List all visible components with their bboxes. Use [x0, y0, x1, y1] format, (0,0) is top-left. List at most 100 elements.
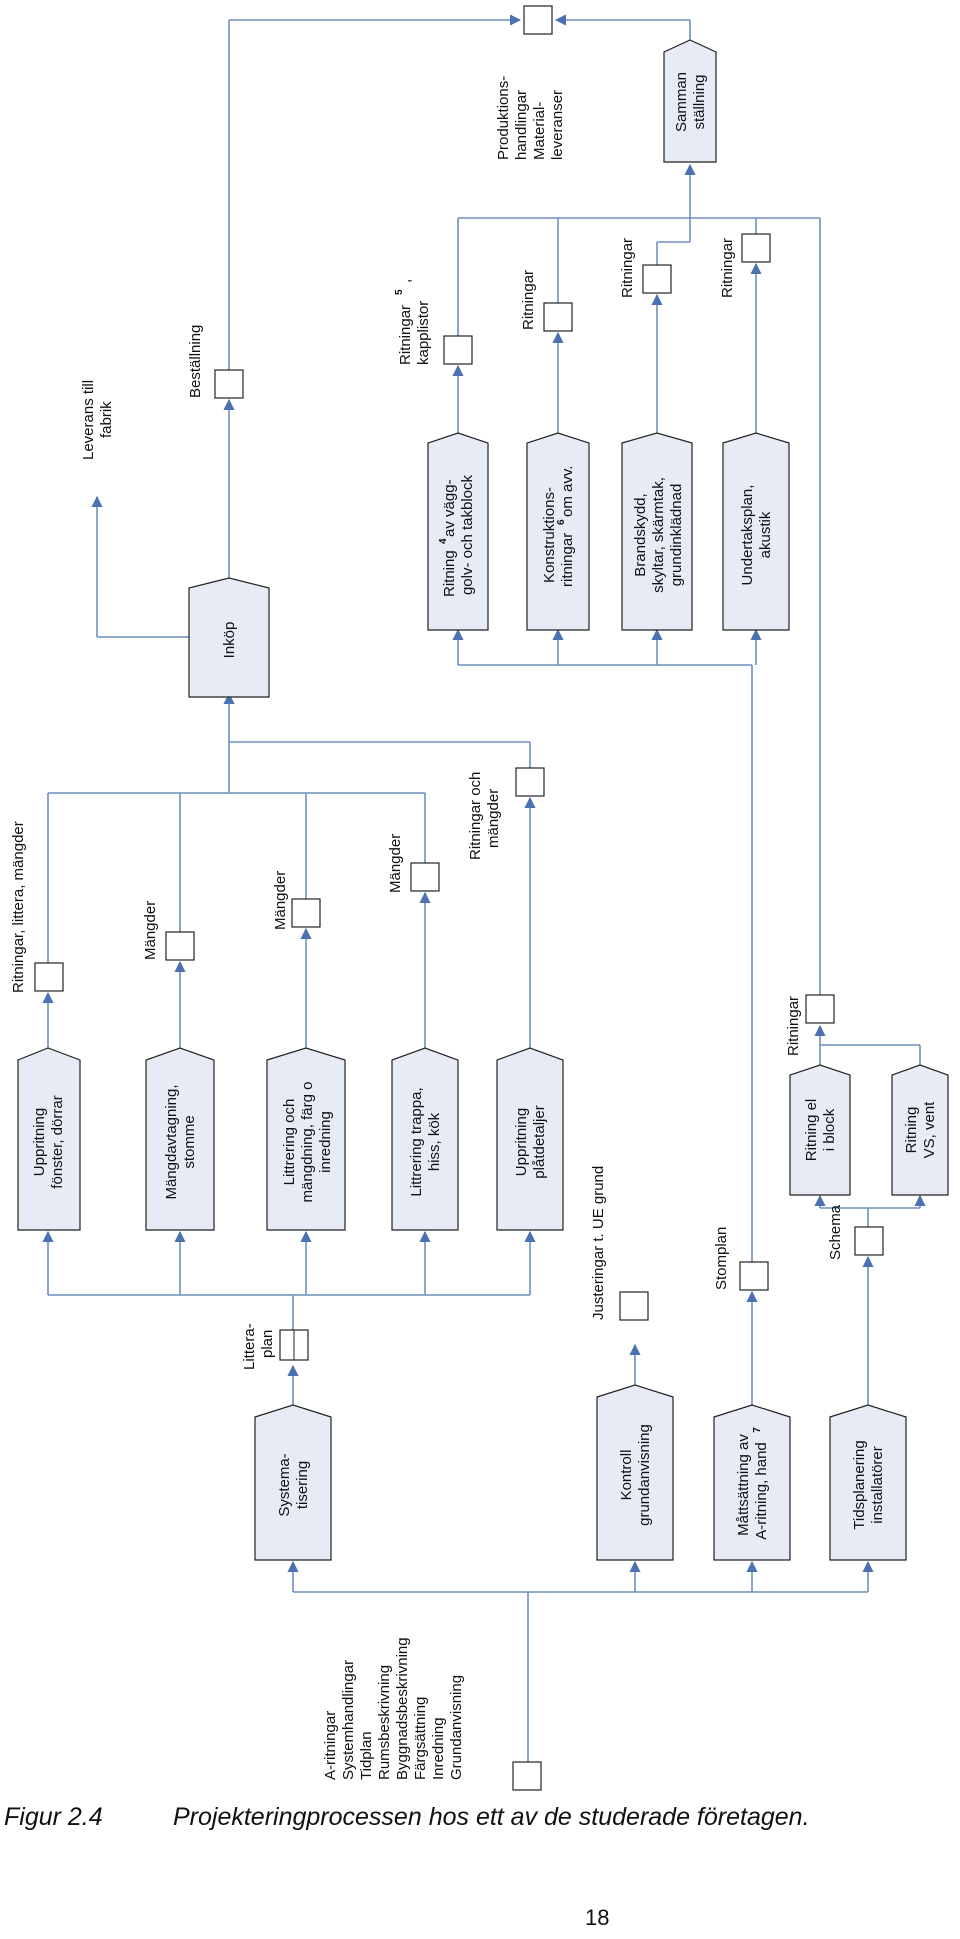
- systematisering-box: [254, 1404, 332, 1561]
- ritning-el-label-1: Ritning el: [803, 1099, 820, 1162]
- input-label-1: A-ritningar: [322, 1711, 339, 1780]
- platdetaljer-output-box: [515, 767, 545, 797]
- inkop-box: [188, 577, 270, 698]
- fonster-output-box: [34, 962, 64, 992]
- mangder-label-2: Mängder: [272, 871, 289, 930]
- tidsplanering-label-2: installatörer: [869, 1446, 886, 1524]
- ritningar-kapplistor-footnote: 5: [394, 289, 405, 295]
- input-label-8: Grundanvisning: [448, 1675, 465, 1780]
- mattsattning-label-1: Måttsättning av: [735, 1434, 752, 1536]
- brandskydd-box: [621, 432, 693, 631]
- ritningar-kapplistor-comma: ,: [397, 279, 414, 283]
- produktion-label-2: handlingar: [513, 90, 530, 160]
- konstruktion-box: [526, 432, 590, 631]
- mangder-output-box-3: [410, 862, 440, 892]
- process-flow-diagram: Systema- tisering Kontroll grundanvisnin…: [10, 5, 949, 1791]
- ritningar-brand-box: [642, 264, 672, 294]
- input-label-4: Rumsbeskrivning: [376, 1665, 393, 1780]
- mangder-label-1: Mängder: [142, 901, 159, 960]
- tidsplanering-label-1: Tidsplanering: [851, 1440, 868, 1530]
- uppritning-platdetaljer-box: [496, 1047, 564, 1231]
- ritningar-el-label: Ritningar: [785, 996, 802, 1056]
- mangder-label-3: Mängder: [387, 834, 404, 893]
- ritningar-och-mangder-label-1: Ritningar och: [467, 772, 484, 860]
- document-boxes: [34, 5, 884, 1791]
- brandskydd-label-1: Brandskydd,: [632, 493, 649, 576]
- produktion-label-1: Produktions-: [495, 76, 512, 160]
- input-label-6: Färgsättning: [412, 1697, 429, 1780]
- figure-number: Figur 2.4: [4, 1803, 103, 1831]
- mangdavtagning-label-2: stomme: [181, 1115, 198, 1168]
- mattsattning-box: [713, 1404, 791, 1561]
- schema-label: Schema: [827, 1204, 844, 1260]
- justeringar-label: Justeringar t. UE grund: [590, 1166, 607, 1320]
- figure-caption: Projekteringprocessen hos ett av de stud…: [173, 1803, 810, 1831]
- uppritning-platdetaljer-label-1: Uppritning: [513, 1108, 530, 1176]
- brandskydd-label-2: skyltar, skärmtak,: [650, 477, 667, 593]
- ritning-vs-label-1: Ritning: [903, 1107, 920, 1154]
- littrering-mangdning-box: [266, 1047, 346, 1231]
- ritningar-el-box: [805, 994, 835, 1024]
- input-label-3: Tidplan: [358, 1731, 375, 1780]
- tidsplanering-box: [829, 1404, 907, 1561]
- produktion-label-4: leveranser: [549, 90, 566, 160]
- ritning-vagg-label-1: Ritning: [441, 550, 458, 597]
- ritning-vs-label-2: VS, vent: [921, 1101, 938, 1159]
- kontroll-box: [596, 1384, 674, 1561]
- litteraplan-label-2: plan: [259, 1330, 276, 1358]
- ritning-vagg-box: [427, 432, 489, 631]
- littrering-mangdning-label-1: Littrering och: [281, 1099, 298, 1186]
- kapplistor-box: [443, 335, 473, 365]
- konstruktion-label-1: Konstruktions-: [541, 487, 558, 583]
- input-document-box: [512, 1761, 542, 1791]
- inkop-label: Inköp: [221, 622, 238, 659]
- produktion-label-3: Material-: [531, 102, 548, 160]
- justeringar-box: [619, 1291, 649, 1321]
- ritning-vagg-label-2: av vägg-: [441, 479, 458, 537]
- process-boxes: [17, 39, 949, 1561]
- sammanstallning-label-2: ställning: [691, 74, 708, 129]
- undertaksplan-box: [722, 432, 790, 631]
- undertaksplan-label-1: Undertaksplan,: [739, 485, 756, 586]
- ritningar-konstruktion-box: [543, 302, 573, 332]
- mattsattning-footnote: 7: [752, 1427, 763, 1433]
- systematisering-label-2: tisering: [294, 1461, 311, 1509]
- ritning-vagg-footnote: 4: [438, 538, 449, 544]
- ritning-el-box: [789, 1064, 851, 1196]
- uppritning-fonster-box: [17, 1047, 81, 1231]
- leverans-label-1: Leverans till: [80, 380, 97, 460]
- konstruktion-label-2: ritningar: [559, 533, 576, 587]
- littrering-trappa-label-1: Littrering trappa,: [408, 1087, 425, 1196]
- konstruktion-label-3: om avv.: [559, 466, 576, 517]
- ritning-el-label-2: i block: [821, 1108, 838, 1151]
- mangdavtagning-label-1: Mängdavtagning,: [163, 1084, 180, 1199]
- flow-labels: A-ritningar Systemhandlingar Tidplan Rum…: [10, 76, 844, 1780]
- ritningar-kapplistor-label-1: Ritningar: [397, 305, 414, 365]
- schema-box: [854, 1226, 884, 1256]
- ritningar-littera-mangder-label: Ritningar, littera, mängder: [10, 821, 27, 993]
- undertaksplan-label-2: akustik: [757, 511, 774, 558]
- mangder-output-box-1: [165, 931, 195, 961]
- stomplan-label: Stomplan: [713, 1227, 730, 1290]
- ritningar-konstruktion-label: Ritningar: [520, 270, 537, 330]
- ritning-vagg-label-3: golv- och takblock: [459, 474, 476, 595]
- uppritning-platdetaljer-label-2: plåtdetaljer: [531, 1105, 548, 1178]
- mattsattning-label-2: A-ritning, hand: [753, 1442, 770, 1540]
- systematisering-label-1: Systema-: [276, 1453, 293, 1516]
- littrering-mangdning-label-2: mängdning, färg o: [299, 1082, 316, 1203]
- bestallning-box: [214, 369, 244, 399]
- ritning-vs-box: [891, 1064, 949, 1196]
- ritningar-brand-label: Ritningar: [619, 238, 636, 298]
- konstruktion-footnote: 6: [556, 519, 567, 525]
- kontroll-label-2: grundanvisning: [636, 1424, 653, 1526]
- litteraplan-label-1: Littera-: [241, 1323, 258, 1370]
- leverans-label-2: fabrik: [98, 401, 115, 438]
- brandskydd-label-3: grundinklädnad: [668, 484, 685, 587]
- input-label-7: Inredning: [430, 1717, 447, 1780]
- ritningar-undertak-box: [741, 233, 771, 263]
- littrering-trappa-label-2: hiss, kök: [426, 1112, 443, 1171]
- uppritning-fonster-label-2: fönster, dörrar: [49, 1095, 66, 1188]
- page-number: 18: [585, 1905, 610, 1930]
- kontroll-label-1: Kontroll: [618, 1450, 635, 1501]
- input-label-5: Byggnadsbeskrivning: [394, 1637, 411, 1780]
